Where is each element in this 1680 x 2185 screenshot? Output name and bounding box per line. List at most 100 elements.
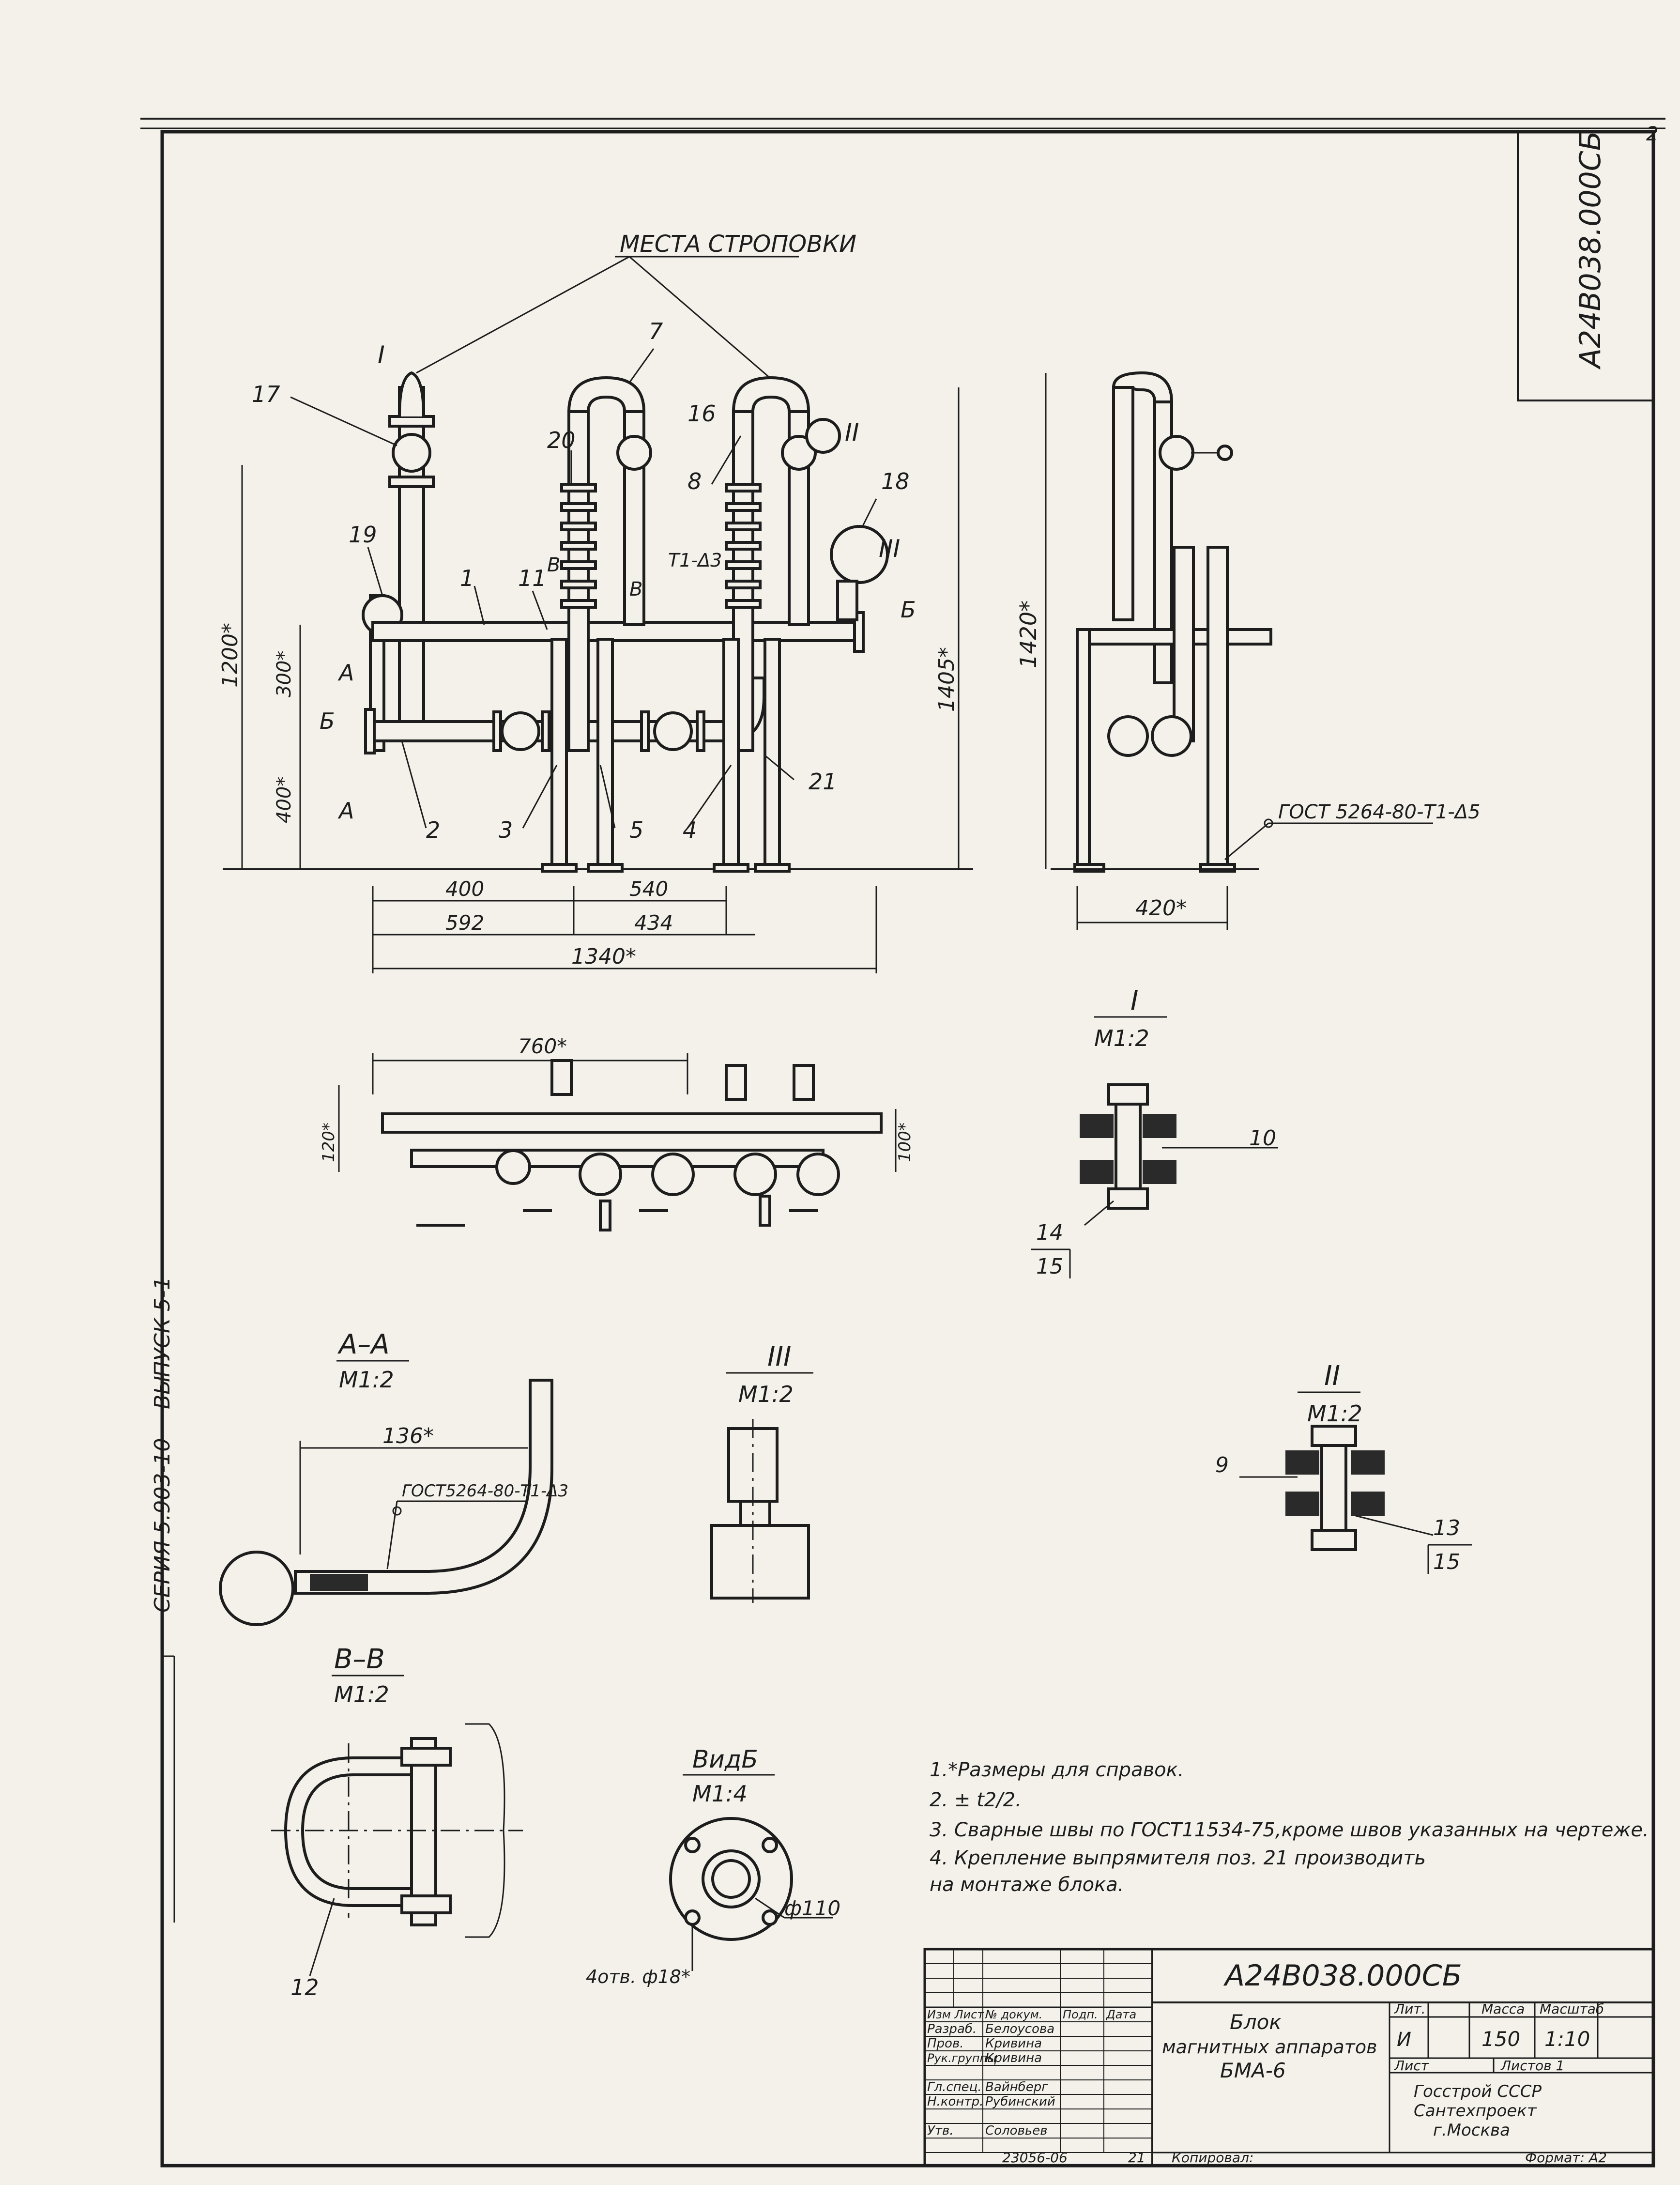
callout-19: 19 — [349, 522, 377, 548]
detail-III-scale: М1:2 — [738, 1381, 794, 1407]
tb-format: Формат: А2 — [1525, 2150, 1607, 2166]
coil-rings-right — [725, 483, 762, 609]
plan-dim-100: 100* — [895, 1123, 915, 1162]
side-weld-note: ГОСТ 5264-80-Т1-Δ5 — [1278, 801, 1481, 823]
dim-w540: 540 — [629, 877, 668, 901]
callout-18: 18 — [881, 468, 910, 494]
detail-III-title: III — [767, 1341, 792, 1372]
section-VV: В–В М1:2 12 — [271, 1644, 523, 2000]
dim-1405: 1405* — [934, 647, 959, 712]
coil-rings-left — [560, 483, 597, 609]
tb-org-3: г.Москва — [1433, 2121, 1510, 2140]
note-3: 3. Сварные швы по ГОСТ11534-75,кроме шво… — [930, 1819, 1649, 1841]
callout-3: 3 — [499, 817, 513, 843]
note-4: 4. Крепление выпрямителя поз. 21 произво… — [930, 1847, 1426, 1869]
tb-org-2: Сантехпроект — [1414, 2101, 1537, 2121]
series-label: СЕРИЯ 5.903-10 — [150, 1438, 175, 1613]
dim-w592: 592 — [445, 911, 484, 935]
detail-II-callout-13: 13 — [1433, 1516, 1460, 1540]
tb-col-lit: Лит. — [1394, 2001, 1425, 2017]
detail-II-title: II — [1324, 1360, 1340, 1392]
detail-I: I М1:2 10 14 15 — [1031, 985, 1278, 1279]
detail-II-callout-15: 15 — [1433, 1550, 1460, 1574]
callout-5: 5 — [629, 817, 643, 843]
tb-name-3: БМА-6 — [1220, 2059, 1286, 2082]
sheet-frame: A24B038.000СБ 2 — [140, 118, 1665, 2168]
detail-II: II М1:2 9 13 15 — [1215, 1360, 1472, 1574]
dim-1420: 1420* — [1015, 600, 1041, 668]
left-margin: СЕРИЯ 5.903-10 ВЫПУСК 5-1 — [150, 1277, 175, 1923]
callout-20: 20 — [547, 427, 576, 453]
section-letter-A-top: А — [337, 660, 354, 686]
detail-I-callout-14: 14 — [1036, 1220, 1063, 1245]
detail-I-callout-10: 10 — [1249, 1126, 1276, 1151]
tb-row-3-name: Кривина — [985, 2051, 1042, 2065]
section-letter-A-bottom: А — [337, 798, 354, 824]
tb-lit: И — [1397, 2029, 1411, 2051]
tb-col-scale: Масштаб — [1540, 2001, 1604, 2017]
lifting-points-label: МЕСТА СТРОПОВКИ — [620, 231, 856, 258]
section-letter-B-right: Б — [901, 597, 916, 623]
tb-sheet: Лист — [1394, 2058, 1429, 2074]
tb-row-4-name: Вайнберг — [985, 2080, 1048, 2094]
section-letter-V-right: В — [629, 578, 642, 600]
view-B-scale: М1:4 — [692, 1781, 748, 1807]
callout-17: 17 — [252, 381, 280, 407]
callout-21: 21 — [809, 769, 837, 795]
detail-I-scale: М1:2 — [1094, 1025, 1149, 1051]
tb-row-4-role: Гл.спец. — [927, 2080, 982, 2094]
tb-row-3-role: Рук.группы — [927, 2051, 996, 2065]
section-VV-title: В–В — [334, 1644, 385, 1675]
tb-row-0-role: Изм Лист — [927, 2008, 984, 2021]
section-VV-callout-12: 12 — [290, 1974, 319, 2000]
view-B-holes: 4отв. ф18* — [586, 1966, 690, 1987]
dim-400: 400* — [273, 777, 295, 823]
dim-w434: 434 — [634, 911, 673, 935]
note-2: 2. ± t2/2. — [930, 1789, 1022, 1811]
tb-copied: Копировал: — [1172, 2150, 1253, 2166]
dim-1200: 1200* — [218, 623, 243, 688]
section-AA-title: А–А — [337, 1329, 390, 1360]
tb-row-5-name: Рубинский — [985, 2094, 1055, 2109]
plan-view: 760* 120* 100* — [319, 1034, 915, 1231]
tb-scale: 1:10 — [1544, 2027, 1590, 2051]
dim-300: 300* — [273, 651, 295, 697]
tb-org-1: Госстрой СССР — [1414, 2082, 1542, 2101]
detail-II-scale: М1:2 — [1307, 1400, 1362, 1427]
dim-w400: 400 — [445, 877, 484, 901]
callout-7: 7 — [649, 318, 663, 344]
plan-dim-760: 760* — [518, 1034, 567, 1058]
issue-label: ВЫПУСК 5-1 — [150, 1277, 175, 1409]
side-view: 1420* 420* ГОСТ 5264-80-Т1-Δ5 — [1015, 371, 1481, 930]
detail-III: III М1:2 — [710, 1341, 813, 1603]
tb-row-2-name: Кривина — [985, 2036, 1042, 2051]
detail-II-callout-9: 9 — [1215, 1453, 1229, 1477]
section-letter-B-left: Б — [320, 708, 335, 734]
callout-1: 1 — [460, 565, 474, 591]
callout-2: 2 — [426, 817, 440, 843]
tb-inv: 23056-06 — [1002, 2150, 1068, 2166]
tb-row-6-role: Утв. — [927, 2123, 954, 2138]
detail-I-title: I — [1130, 985, 1139, 1016]
title-block: А24В038.000СБ Блок магнитных аппаратов Б… — [923, 1948, 1655, 2167]
callout-11: 11 — [518, 565, 547, 591]
plan-dim-120: 120* — [319, 1123, 338, 1162]
tb-row-5-role: Н.контр. — [927, 2094, 983, 2109]
roman-mark-III: III — [879, 535, 900, 563]
section-AA-scale: М1:2 — [339, 1367, 394, 1393]
tb-row-2-role: Пров. — [927, 2036, 964, 2051]
tb-col-mass: Масса — [1481, 2001, 1525, 2017]
weld-note-T1: Т1-Δ3 — [668, 550, 722, 571]
view-B: ВидБ М1:4 ф110 4отв. ф18* — [586, 1745, 840, 1987]
callout-8: 8 — [687, 468, 702, 494]
section-AA-weld: ГОСТ5264-80-Т1-Δ3 — [402, 1481, 568, 1501]
tb-row-1-name: Белоусова — [985, 2022, 1054, 2036]
note-1: 1.*Размеры для справок. — [930, 1759, 1184, 1781]
tb-row-0-sign: Подп. — [1063, 2008, 1098, 2021]
dim-420: 420* — [1135, 896, 1187, 921]
leader-lines — [290, 256, 877, 829]
tb-code: А24В038.000СБ — [1223, 1959, 1462, 1993]
section-letter-V-left: В — [547, 554, 560, 576]
notes: 1.*Размеры для справок. 2. ± t2/2. 3. Св… — [930, 1759, 1649, 1896]
